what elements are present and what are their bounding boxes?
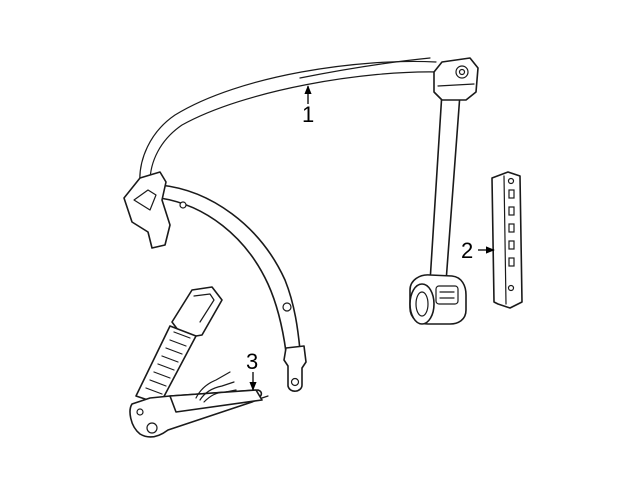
buckle-boot-ribs [145, 331, 191, 395]
bracket-bottom-hole [507, 284, 515, 292]
belt-guide [123, 171, 171, 249]
callout-1-label: 1 [302, 102, 314, 127]
bracket-slot [508, 240, 515, 250]
retractor-mechanism [435, 285, 459, 305]
d-ring-bolt-center [458, 68, 466, 76]
lap-webbing-rivet [282, 302, 292, 312]
buckle-rivet [136, 408, 144, 416]
bracket-body [491, 171, 523, 309]
buckle-wire [203, 389, 237, 403]
callout-3-label: 3 [246, 349, 258, 374]
upper-webbing-inner [149, 71, 441, 183]
buckle-boot [135, 325, 197, 405]
lower-anchor [283, 345, 307, 392]
lap-webbing-stitch-hole [179, 201, 187, 209]
d-ring [433, 57, 479, 101]
height-adjuster-bracket-part [491, 171, 523, 309]
buckle-release-button [193, 293, 215, 323]
buckle-wire [199, 381, 235, 401]
buckle-part [129, 286, 269, 438]
bracket-edge [503, 175, 507, 305]
bracket-slot [508, 223, 515, 233]
bracket-top-hole [507, 177, 515, 185]
d-ring-slot [437, 83, 475, 87]
shoulder-webbing [429, 91, 461, 283]
buckle-wire [195, 371, 231, 399]
upper-webbing-outer [139, 60, 437, 186]
buckle-mount-hole [146, 422, 158, 434]
lower-anchor-hole [290, 377, 300, 387]
bracket-slot [508, 257, 515, 267]
belt-guide-slot [133, 189, 157, 211]
retractor-spool-cover [409, 283, 435, 325]
callout-2-label: 2 [461, 238, 473, 263]
bracket-slot [508, 206, 515, 216]
bracket-slot [508, 189, 515, 199]
pretensioner-tip [261, 395, 269, 399]
belt-and-retractor-part [123, 57, 479, 392]
retractor-spool-inner [415, 291, 429, 317]
upper-webbing-fold [299, 57, 431, 79]
retractor-detail-lines [439, 291, 455, 299]
